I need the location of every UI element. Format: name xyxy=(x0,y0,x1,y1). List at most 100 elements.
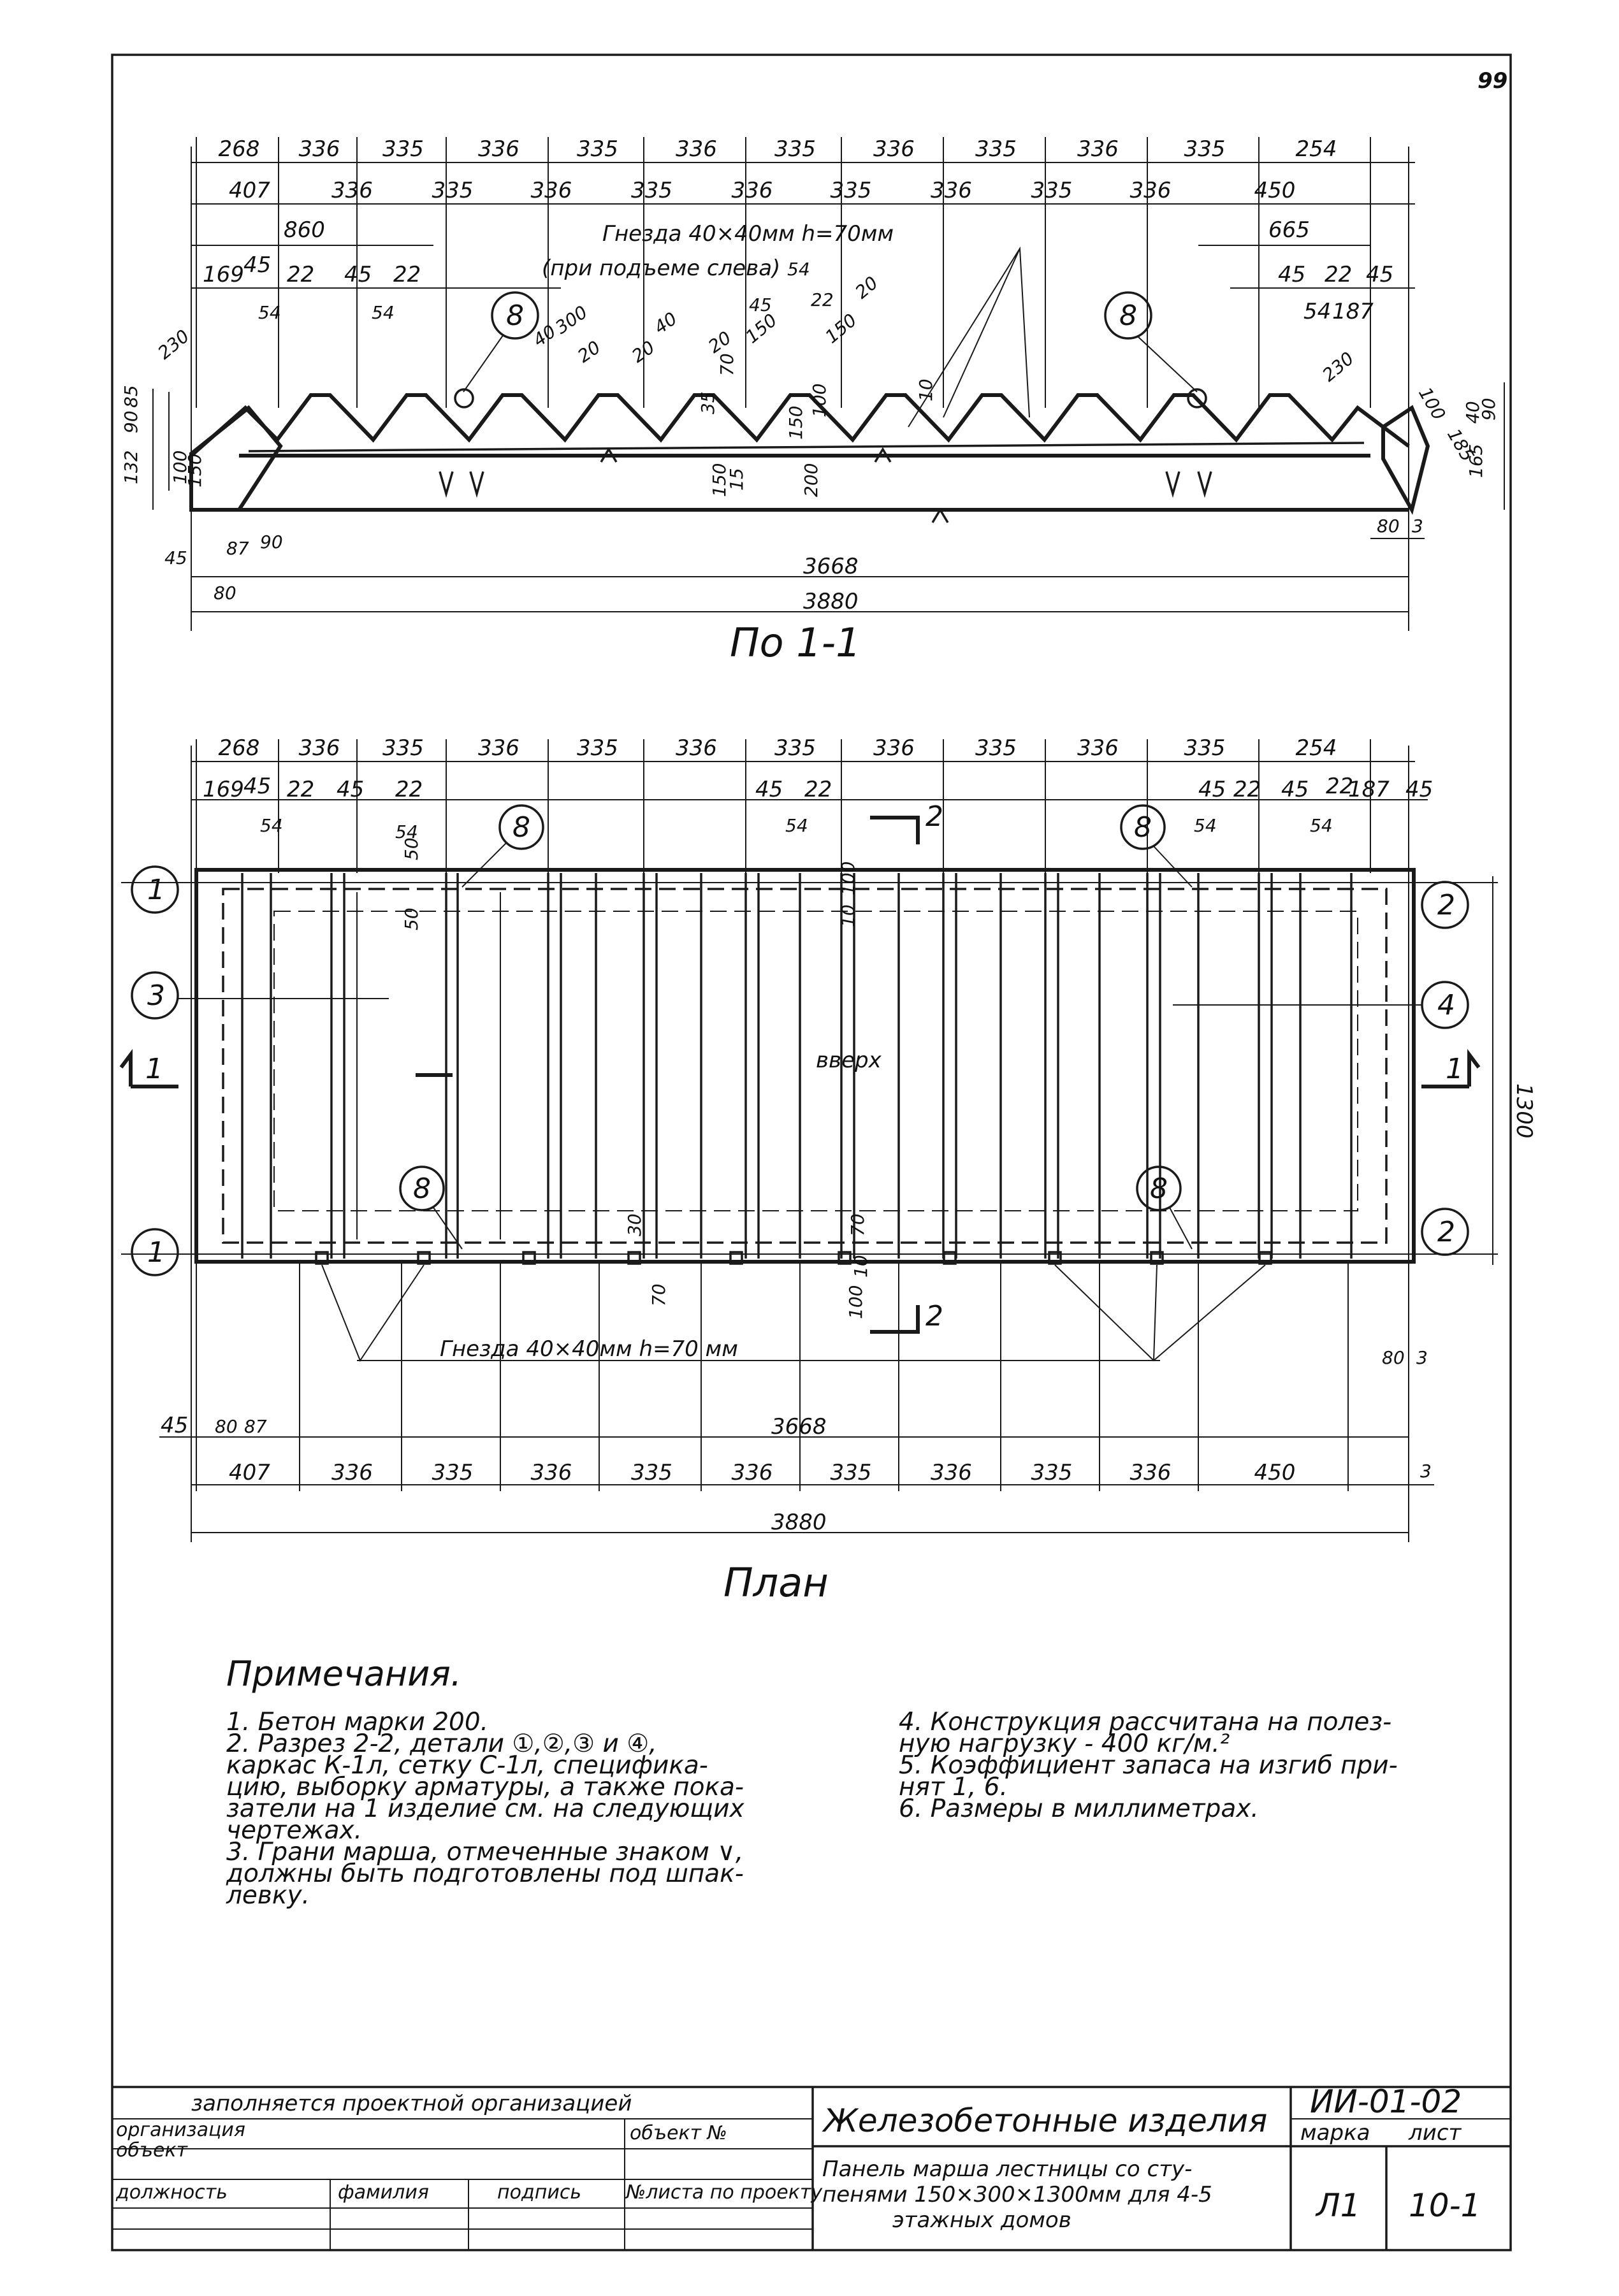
note-line: цию, выборку арматуры, а также пока- xyxy=(226,1773,744,1801)
plan-bottom-dim: 335 xyxy=(432,1460,474,1485)
section-arrow-mark xyxy=(874,447,892,463)
notes-block: Примечания. 1. Бетон марки 200.2. Разрез… xyxy=(226,1654,1398,1910)
section-step-dim: 22 xyxy=(811,289,834,310)
tb-position: должность xyxy=(115,2181,228,2204)
plan-small-dim: 22 xyxy=(804,777,832,802)
section-callout-8-left: 8 xyxy=(506,300,524,332)
tb-sheet: 10-1 xyxy=(1409,2187,1481,2224)
plan-top-dim: 335 xyxy=(1184,735,1226,761)
plan-overall: 3880 xyxy=(771,1510,827,1535)
notes-right-column: 4. Конструкция рассчитана на полез-ную н… xyxy=(899,1708,1398,1823)
section-second-dim: 335 xyxy=(1031,178,1073,203)
section-step-dim: 20 xyxy=(851,272,882,303)
section-left-dim: 85 xyxy=(120,385,142,408)
section-callout-8-right-circle xyxy=(1104,291,1152,340)
sheet-frame xyxy=(111,54,1512,2251)
section-dimension-lines xyxy=(191,137,1415,631)
plan-small-dim: 54 xyxy=(785,815,808,836)
plan-top-dim: 336 xyxy=(873,735,915,761)
section-small-dim: 45 xyxy=(1278,262,1305,287)
section-second-dim: 336 xyxy=(1130,178,1172,203)
section-mid-dim: 200 xyxy=(801,463,822,497)
socket-square xyxy=(417,1251,431,1265)
section-leader-left xyxy=(463,334,504,393)
detail-marker-2-bottom: 2 xyxy=(1421,1208,1469,1256)
plan-height-dim: 1300 xyxy=(1511,1083,1537,1139)
tb-desc-2: пенями 150×300×1300мм для 4-5 xyxy=(822,2182,1212,2207)
svg-text:1: 1 xyxy=(147,1236,165,1269)
section-left-dim: 150 xyxy=(184,454,205,487)
svg-text:8: 8 xyxy=(1150,1173,1168,1205)
section-left-dim: 90 xyxy=(120,410,142,433)
plan-side-dim: 100 xyxy=(845,1285,866,1319)
section-callout-8-left-circle xyxy=(491,291,539,340)
tb-fill-note: заполняется проектной организацией xyxy=(191,2091,632,2116)
stair-slab-bottom xyxy=(191,454,1409,512)
section-title: По 1-1 xyxy=(730,619,861,666)
section-second-dim: 336 xyxy=(531,178,572,203)
putty-check-mark xyxy=(1165,471,1180,498)
section-top-dim: 268 xyxy=(219,136,260,162)
plan-bottom-dim: 336 xyxy=(531,1460,572,1485)
plan-small-dim: 187 xyxy=(1348,777,1390,802)
detail-marker-1-bottom: 1 xyxy=(131,1228,179,1276)
section-top-dim: 335 xyxy=(975,136,1017,162)
plan-top-dim: 335 xyxy=(774,735,816,761)
section-left-dim: 132 xyxy=(120,451,142,484)
plan-small-dim: 54 xyxy=(1310,815,1333,836)
plan-top-dim: 336 xyxy=(676,735,717,761)
plan-bottom-dim: 335 xyxy=(831,1460,872,1485)
plan-top-dim: 336 xyxy=(1077,735,1119,761)
note-line: 6. Размеры в миллиметрах. xyxy=(899,1794,1259,1823)
note-line: 1. Бетон марки 200. xyxy=(226,1708,488,1736)
svg-text:8: 8 xyxy=(512,811,530,844)
plan-callout-8-bottom-right: 8 xyxy=(1136,1166,1193,1250)
section-step-dim: 10 xyxy=(915,379,936,401)
tb-org: организация xyxy=(116,2119,245,2141)
section-small-dim: 22 xyxy=(1325,262,1352,287)
note-line: ную нагрузку - 400 кг/м.² xyxy=(899,1729,1230,1758)
section-step-dim: 45 xyxy=(749,294,772,315)
stair-inner-line xyxy=(248,442,1365,452)
section-overall: 3880 xyxy=(803,589,859,614)
note-line: левку. xyxy=(226,1881,310,1910)
plan-inner-outline xyxy=(222,888,1388,1244)
svg-text:8: 8 xyxy=(1134,811,1152,844)
section-top-dim: 335 xyxy=(774,136,816,162)
note-line: чертежах. xyxy=(226,1816,362,1845)
section-second-dim: 335 xyxy=(831,178,872,203)
putty-check-mark xyxy=(469,471,484,498)
tb-series-code: ИИ-01-02 xyxy=(1310,2083,1462,2120)
section-overall-inner: 3668 xyxy=(803,554,859,579)
section-mid-dim: 15 xyxy=(726,468,747,491)
plan-step-ribs xyxy=(241,873,1353,1259)
socket-square xyxy=(943,1251,957,1265)
section-step-dim: 35 xyxy=(697,391,718,414)
note-line: 3. Грани марша, отмеченные знаком ∨, xyxy=(226,1838,743,1866)
section-step-dim: 20 xyxy=(704,327,735,357)
section-right-dim: 230 xyxy=(1318,348,1358,386)
section-top-dim: 254 xyxy=(1296,136,1337,162)
plan-small-dim: 45 xyxy=(1405,777,1433,802)
plan-small-dim: 45 xyxy=(1281,777,1309,802)
plan-top-dim: 335 xyxy=(382,735,424,761)
tb-mark: Л1 xyxy=(1315,2187,1360,2224)
plan-bottom-dim: 336 xyxy=(1130,1460,1172,1485)
note-line: должны быть подготовлены под шпак- xyxy=(226,1859,744,1888)
plan-top-dim: 335 xyxy=(975,735,1017,761)
plan-bottom-dim: 335 xyxy=(631,1460,672,1485)
plan-left-bottom-87: 87 xyxy=(244,1416,267,1437)
section-dim-665: 665 xyxy=(1268,217,1310,243)
plan-small-dim: 22 xyxy=(395,777,423,802)
plan-right-bottom-3: 3 xyxy=(1416,1347,1428,1368)
section-small-dim: 54 xyxy=(1303,299,1331,324)
plan-side-dim: 50 xyxy=(401,837,422,860)
socket-square xyxy=(1150,1251,1164,1265)
section-right-dim: 100 xyxy=(1414,384,1449,424)
